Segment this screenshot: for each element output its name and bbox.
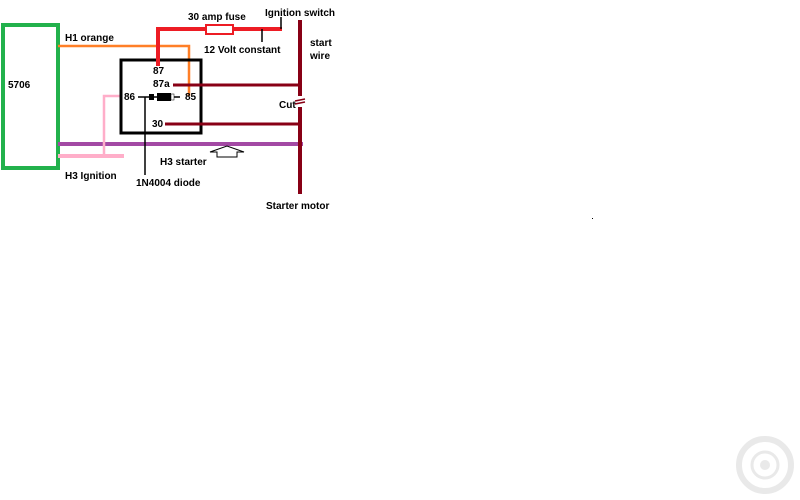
diode-label: 1N4004 diode [136,178,201,189]
logo-watermark-icon [736,436,794,494]
start-wire-label-line2: wire [309,51,330,62]
pin-87a-label: 87a [153,79,170,90]
up-arrow-icon [209,145,245,158]
twelve-volt-wire [156,27,206,66]
diode-icon [149,93,175,101]
h3-ignition-label: H3 Ignition [65,171,117,182]
start-wire-label-line1: start [310,38,332,49]
starter-motor-label: Starter motor [266,201,329,212]
h3-ignition-to-relay-wire [102,94,121,156]
h3-starter-label: H3 starter [160,157,207,168]
relay-box [119,58,203,135]
pin-30-label: 30 [152,119,164,130]
pin-87-label: 87 [153,66,165,77]
fuse-icon [205,24,234,35]
ignition-switch-label: Ignition switch [265,8,335,19]
module-5706-box [1,23,60,170]
twelve-volt-label: 12 Volt constant [204,45,281,56]
cut-mark-2 [294,101,306,105]
stray-dot [592,218,593,219]
module-5706-label: 5706 [8,80,31,91]
fuse-label: 30 amp fuse [188,12,246,23]
pin-85-label: 85 [185,92,197,103]
h1-orange-wire [58,44,191,96]
cut-label: Cut [279,100,296,111]
pin-86-label: 86 [124,92,136,103]
h1-orange-label: H1 orange [65,33,114,44]
cut-mark-1 [294,98,306,102]
